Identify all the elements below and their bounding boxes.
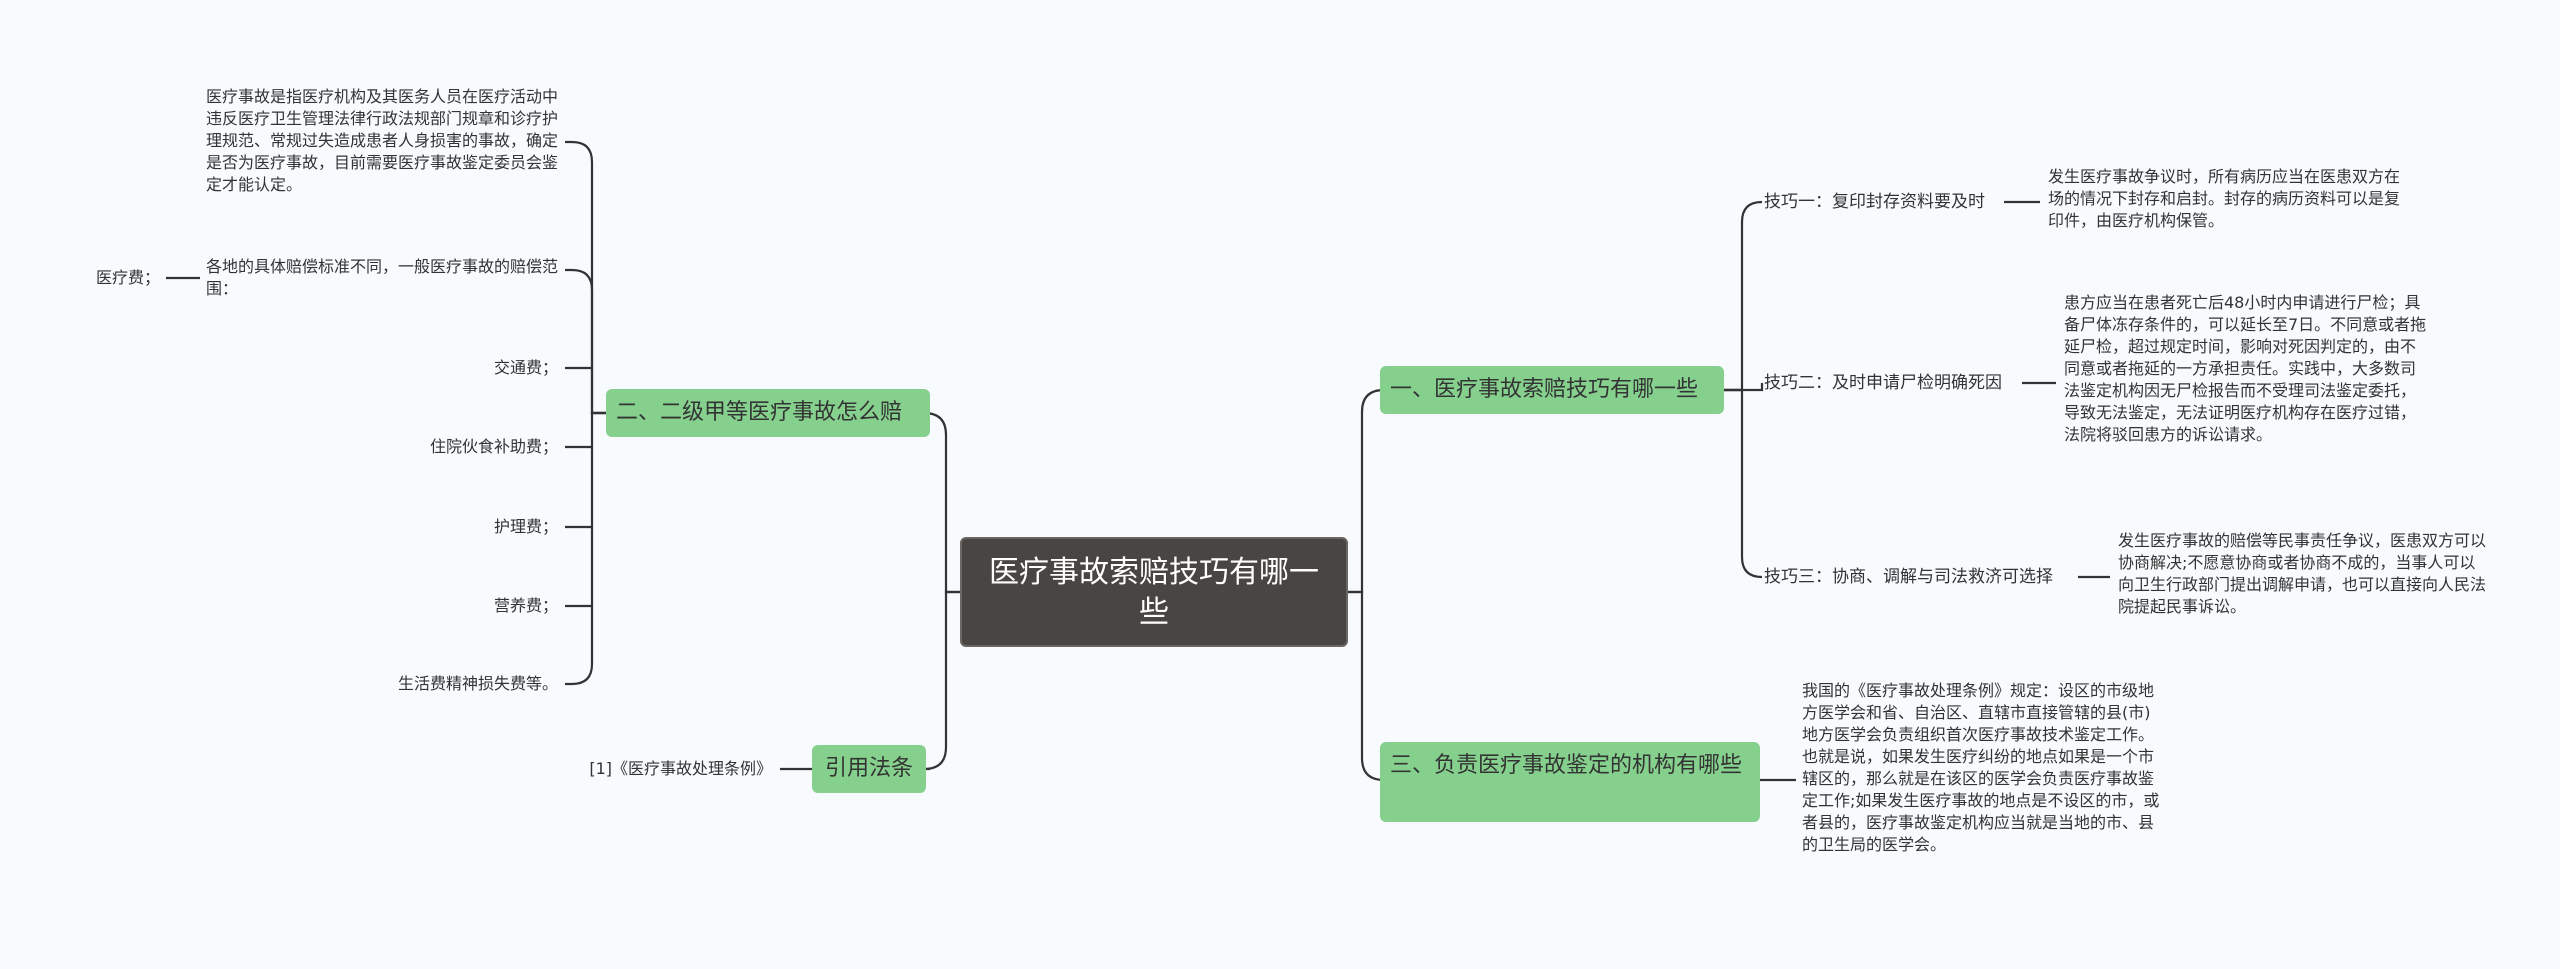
tip-2-label[interactable]: 技巧二：及时申请尸检明确死因 (1764, 373, 2002, 393)
link-root-b3 (1348, 590, 1385, 782)
tip-3-detail: 发生医疗事故的赔偿等民事责任争议，医患双方可以协商解决;不愿意协商或者协商不成的… (2118, 531, 2487, 616)
compensation-item-living-mental: 生活费精神损失费等。 (397, 674, 558, 693)
compensation-scope: 各地的具体赔偿标准不同，一般医疗事故的赔偿范围： (206, 257, 559, 298)
medical-expenses-item: 医疗费； (95, 268, 160, 287)
link-b2-item4 (565, 411, 606, 686)
compensation-item-meal-subsidy: 住院伙食补助费； (429, 437, 558, 456)
link-root-b1 (1348, 388, 1385, 594)
tip-1-label[interactable]: 技巧一：复印封存资料要及时 (1764, 192, 1985, 212)
branch-appraisal-institutions[interactable]: 三、负责医疗事故鉴定的机构有哪些 (1380, 742, 1760, 822)
compensation-item-nutrition: 营养费； (493, 596, 558, 615)
branch-cited-laws[interactable]: 引用法条 (812, 745, 926, 793)
compensation-item-transport: 交通费； (493, 358, 558, 377)
root-topic[interactable]: 医疗事故索赔技巧有哪一些 (960, 537, 1348, 647)
tip-2-detail: 患方应当在患者死亡后48小时内申请进行尸检；具备尸体冻存条件的，可以延长至7日。… (2064, 293, 2427, 444)
branch-claim-tips[interactable]: 一、医疗事故索赔技巧有哪一些 (1380, 366, 1724, 414)
cited-regulation-item: [1]《医疗事故处理条例》 (589, 759, 772, 778)
link-root-b2 (923, 411, 960, 594)
link-root-b4 (923, 590, 960, 771)
link-b1-tip3 (1724, 388, 1763, 579)
link-b1-tip1 (1724, 200, 1763, 392)
medical-accident-definition: 医疗事故是指医疗机构及其医务人员在医疗活动中违反医疗卫生管理法律行政法规部门规章… (206, 87, 559, 194)
link-b2-scope (565, 268, 606, 415)
appraisal-institution-detail: 我国的《医疗事故处理条例》规定：设区的市级地方医学会和省、自治区、直辖市直接管辖… (1802, 681, 2160, 854)
compensation-item-nursing: 护理费； (493, 517, 558, 536)
link-b2-def (565, 140, 606, 415)
branch-compensation-level-2a[interactable]: 二、二级甲等医疗事故怎么赔 (606, 389, 930, 437)
tip-1-detail: 发生医疗事故争议时，所有病历应当在医患双方在场的情况下封存和启封。封存的病历资料… (2048, 167, 2401, 230)
tip-3-label[interactable]: 技巧三：协商、调解与司法救济可选择 (1764, 567, 2053, 587)
